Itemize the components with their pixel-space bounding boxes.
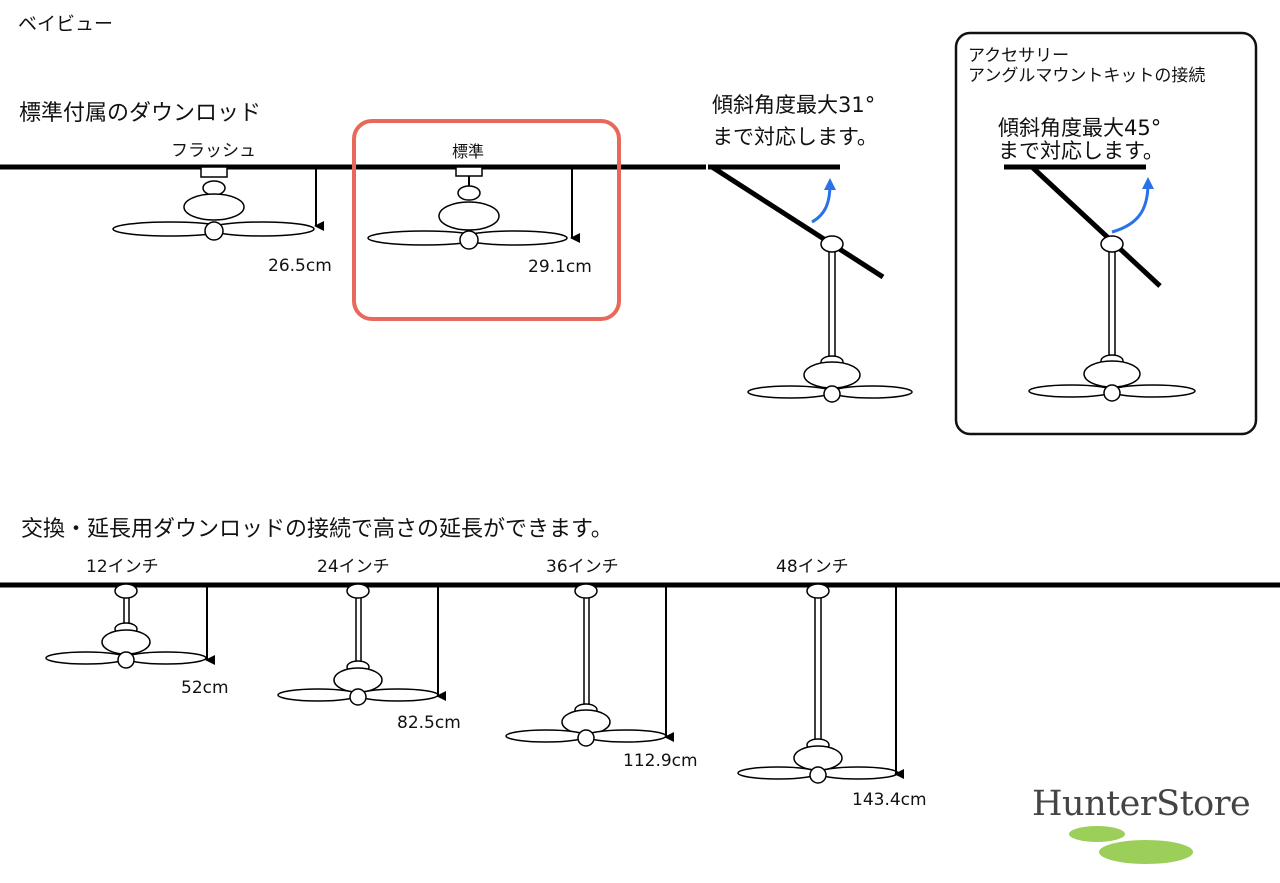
tilt-45-line2: まで対応します。	[998, 139, 1164, 163]
tilt-31-line2: まで対応します。	[712, 125, 878, 149]
top-section-title: 標準付属のダウンロッド	[19, 101, 262, 126]
rod-measure-12: 52cm	[181, 678, 229, 698]
flush-fan	[112, 166, 315, 241]
hunterstore-logo: HunterStore	[1032, 784, 1251, 824]
standard-highlight-box	[352, 119, 621, 321]
tilt-arrow-45	[1111, 177, 1154, 234]
rod-label-36: 36インチ	[546, 557, 619, 577]
rod-measure-36: 112.9cm	[623, 751, 698, 771]
sloped-ceiling-45	[1030, 165, 1162, 288]
standard-label: 標準	[452, 142, 485, 161]
standard-fan	[367, 166, 568, 250]
flush-label: フラッシュ	[171, 141, 256, 161]
logo-green-oval-large	[1099, 840, 1193, 864]
accessory-line1: アクセサリー	[968, 46, 1070, 66]
sloped-ceiling-31	[710, 164, 885, 280]
tilt-45-line1: 傾斜角度最大45°	[998, 116, 1162, 140]
accessory-box	[954, 31, 1258, 436]
flush-measure: 26.5cm	[268, 256, 332, 276]
page-title: ベイビュー	[18, 13, 114, 35]
logo-green-oval-small	[1069, 826, 1125, 842]
sloped-fan-45	[1028, 235, 1196, 402]
sloped-fan-31	[747, 235, 913, 403]
rod-measure-48: 143.4cm	[852, 790, 927, 810]
fan-36-inch	[505, 583, 667, 747]
fan-24-inch	[277, 583, 439, 706]
tilt-31-line1: 傾斜角度最大31°	[712, 93, 876, 117]
rod-label-12: 12インチ	[86, 557, 159, 577]
fan-48-inch	[737, 583, 899, 784]
fan-12-inch	[45, 583, 207, 669]
bottom-section-title: 交換・延長用ダウンロッドの接続で高さの延長ができます。	[21, 517, 613, 542]
tilt-arrow-31	[811, 178, 836, 224]
accessory-line2: アングルマウントキットの接続	[968, 66, 1206, 86]
rod-label-48: 48インチ	[776, 557, 849, 577]
rod-label-24: 24インチ	[317, 557, 390, 577]
rod-measure-24: 82.5cm	[397, 713, 461, 733]
standard-measure: 29.1cm	[528, 257, 592, 277]
